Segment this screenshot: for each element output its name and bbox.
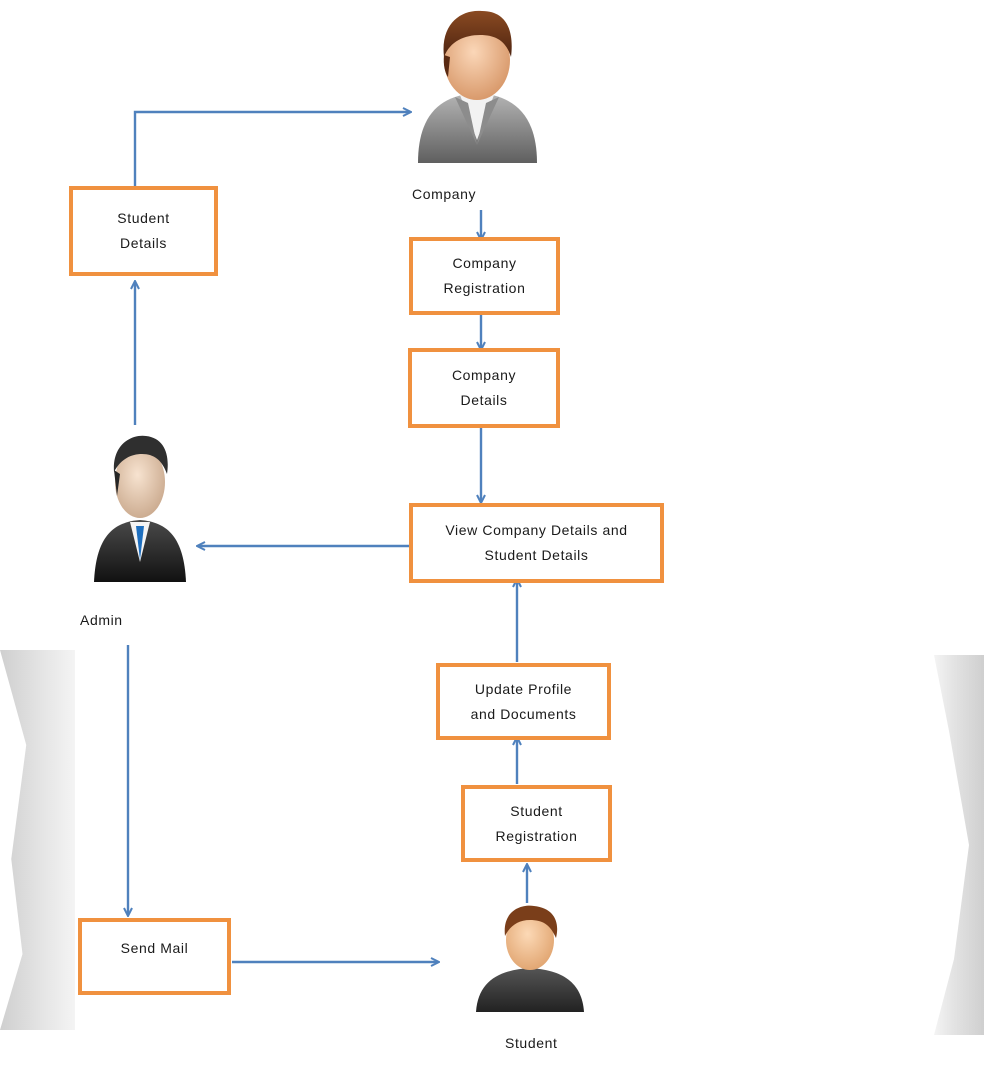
- send-mail-box: Send Mail: [78, 918, 231, 995]
- update-profile-box: Update Profile and Documents: [436, 663, 611, 740]
- company-actor-label: Company: [412, 186, 477, 202]
- student-actor-label: Student: [505, 1035, 558, 1051]
- admin-person-icon: [94, 435, 186, 582]
- company-person-icon: [418, 10, 537, 163]
- admin-actor-label: Admin: [80, 612, 123, 628]
- company-registration-box: Company Registration: [409, 237, 560, 315]
- company-details-box: Company Details: [408, 348, 560, 428]
- student-person-icon: [476, 905, 584, 1012]
- student-registration-box: Student Registration: [461, 785, 612, 862]
- arrow-student-details-to-company: [133, 112, 410, 187]
- view-details-box: View Company Details and Student Details: [409, 503, 664, 583]
- student-details-box: Student Details: [69, 186, 218, 276]
